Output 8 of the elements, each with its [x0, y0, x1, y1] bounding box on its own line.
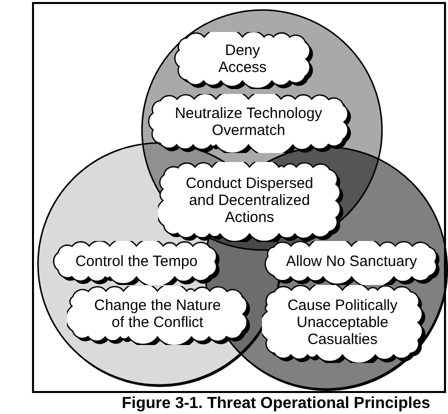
- cloud-label: Allow No Sanctuary: [286, 253, 417, 270]
- cloud-label: Neutralize Technology Overmatch: [174, 105, 324, 139]
- figure-caption: Figure 3-1. Threat Operational Principles: [120, 394, 432, 413]
- cloud-label: Control the Tempo: [75, 253, 198, 270]
- cloud-label: Change the Nature of the Conflict: [93, 297, 222, 331]
- cloud-label: Deny Access: [217, 42, 268, 76]
- cloud-label: Conduct Dispersed and Decentralized Actions: [184, 175, 314, 226]
- cloud-label: Cause Politically Unacceptable Casualties: [286, 297, 399, 348]
